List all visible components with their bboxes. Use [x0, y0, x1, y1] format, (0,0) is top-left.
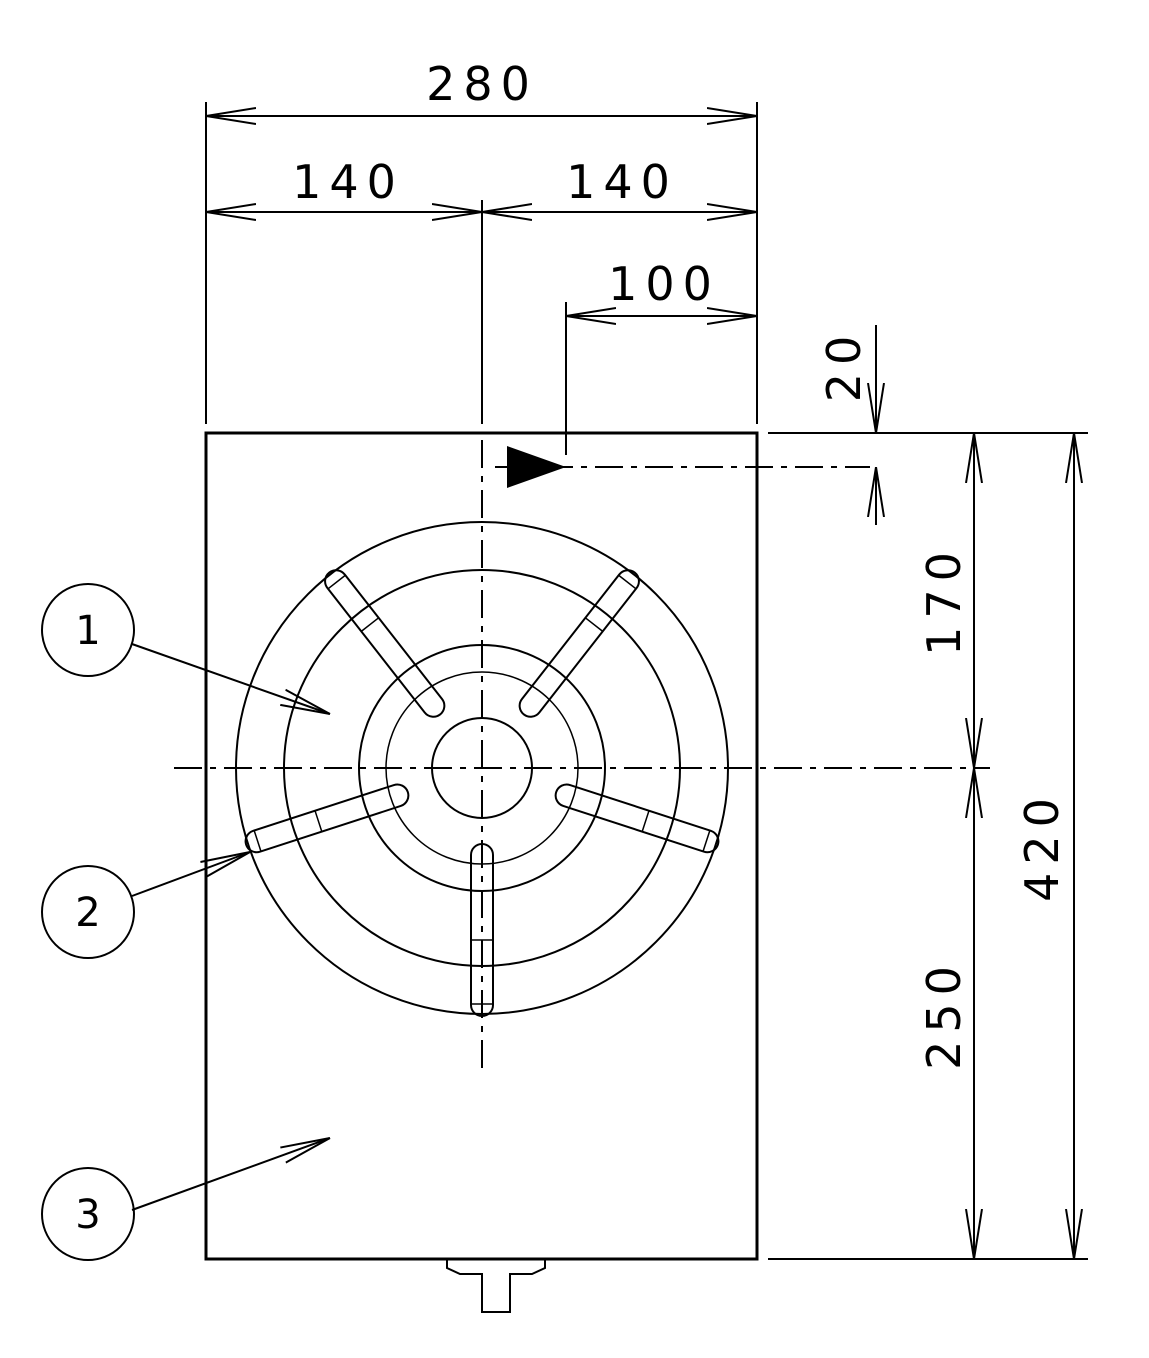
pan-support-arm-lower-left: [244, 783, 410, 854]
inlet-marker-icon: [507, 446, 566, 488]
gas-connector: [446, 1260, 546, 1313]
pan-support-arm-upper-left: [324, 569, 446, 718]
dim-text-280: 280: [426, 57, 538, 111]
dim-text-100: 100: [608, 257, 720, 311]
pan-support-arm-lower-right: [554, 783, 720, 854]
pan-support-arm-upper-right: [518, 569, 640, 718]
dim-text-140-left: 140: [292, 155, 404, 209]
callout-3-number: 1: [75, 608, 100, 654]
dim-text-420: 420: [1015, 790, 1069, 902]
dim-text-250: 250: [917, 958, 971, 1070]
callout-2: 2: [41, 852, 250, 959]
callout-3: 1: [41, 583, 330, 714]
callout-2-number: 2: [75, 890, 100, 936]
callout-1-number: 3: [75, 1192, 100, 1238]
callout-1: 3: [41, 1138, 330, 1261]
dim-text-20: 20: [817, 328, 871, 403]
top-plate-outline: [204, 431, 759, 1261]
dim-text-140-right: 140: [566, 155, 678, 209]
dim-text-170: 170: [917, 544, 971, 656]
